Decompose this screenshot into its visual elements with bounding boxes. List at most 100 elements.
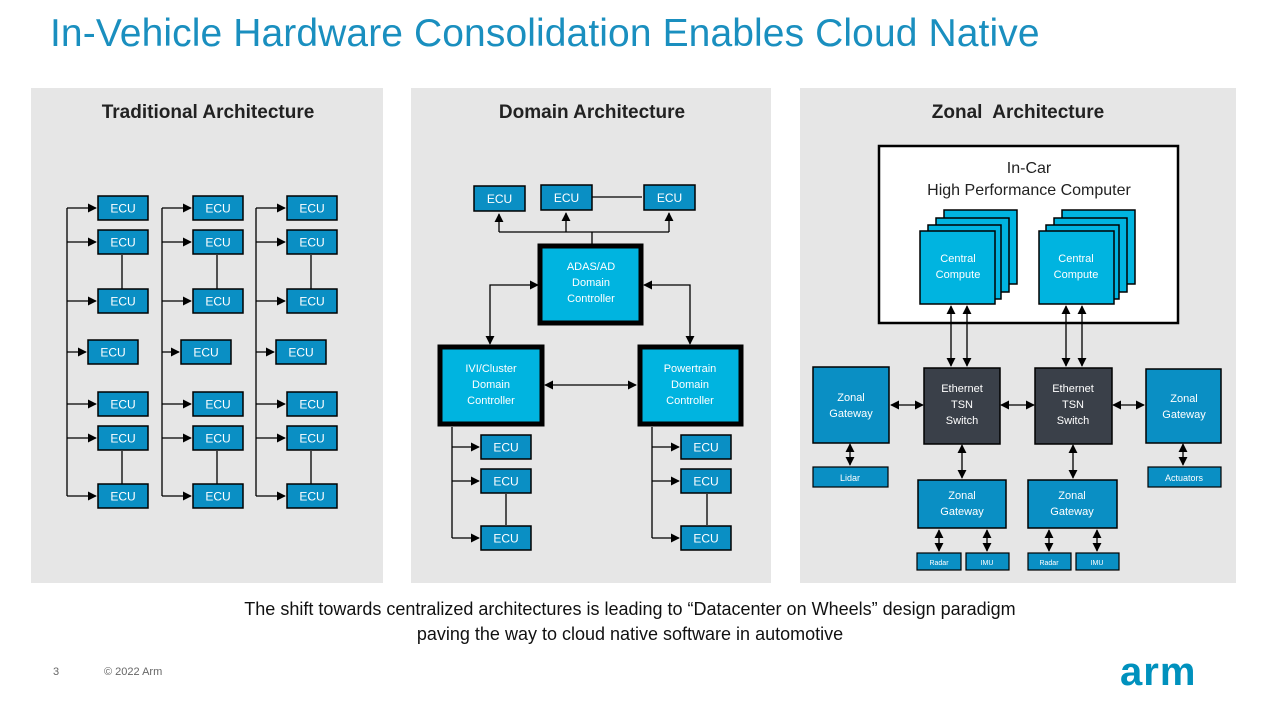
actuators-box: Actuators [1147,466,1222,488]
traditional-architecture [66,203,312,501]
ecu-label: ECU [110,295,135,309]
ecu-label: ECU [205,295,230,309]
page-number: 3 [53,666,60,678]
ivi-cluster-controller: IVI/Cluster Domain Controller [437,344,545,427]
ecu-label: ECU [205,398,230,412]
ecu-label: ECU [493,441,518,455]
svg-text:Compute: Compute [936,269,981,281]
svg-text:IMU: IMU [981,560,994,567]
zonal-gateway-bottom-left: Zonal Gateway [917,479,1007,529]
svg-text:Domain: Domain [671,379,709,391]
svg-text:Ethernet: Ethernet [1052,383,1094,395]
hpc-label-line2: High Performance Computer [927,182,1131,199]
svg-text:Powertrain: Powertrain [664,363,717,375]
ecu-label: ECU [299,432,324,446]
traditional-ecu-3-6: ECU [286,483,338,509]
svg-text:Gateway: Gateway [829,408,873,420]
zonal-gateway-bottom-right: Zonal Gateway [1027,479,1118,529]
traditional-ecu-3-2: ECU [286,229,338,255]
radar-box-left: Radar [916,552,962,571]
svg-text:IVI/Cluster: IVI/Cluster [465,363,517,375]
ecu-label: ECU [110,432,135,446]
domain-ivi-ecu-3: ECU [480,525,532,551]
traditional-ecu-2-middle: ECU [180,339,232,365]
arm-logo: arm [1120,650,1197,694]
svg-text:Zonal: Zonal [1058,490,1086,502]
svg-text:Controller: Controller [666,395,714,407]
ecu-label: ECU [299,295,324,309]
ecu-label: ECU [205,236,230,250]
traditional-ecu-2-6: ECU [192,483,244,509]
adas-controller: ADAS/AD Domain Controller [537,243,644,326]
central-compute-right: Central Compute [1038,209,1136,305]
svg-text:TSN: TSN [951,399,973,411]
ethernet-switch-left: Ethernet TSN Switch [923,367,1001,445]
traditional-ecu-1-1: ECU [97,195,149,221]
ecu-label: ECU [693,441,718,455]
traditional-ecu-1-6: ECU [97,483,149,509]
domain-powertrain-ecu-2: ECU [680,468,732,494]
ecu-label: ECU [110,490,135,504]
traditional-ecu-2-1: ECU [192,195,244,221]
ecu-label: ECU [299,398,324,412]
ecu-label: ECU [299,490,324,504]
powertrain-controller: Powertrain Domain Controller [637,344,744,427]
ecu-label: ECU [288,346,313,360]
ecu-label: ECU [657,191,682,205]
ecu-label: ECU [493,532,518,546]
ecu-label: ECU [100,346,125,360]
domain-architecture [451,196,708,543]
svg-text:Ethernet: Ethernet [941,383,983,395]
imu-box-right: IMU [1075,552,1120,571]
svg-text:Domain: Domain [572,277,610,289]
domain-powertrain-ecu-3: ECU [680,525,732,551]
traditional-ecu-1-2: ECU [97,229,149,255]
ecu-label: ECU [193,346,218,360]
ecu-label: ECU [299,236,324,250]
domain-ecu-top-3: ECU [643,184,696,211]
traditional-ecu-1-4: ECU [97,391,149,417]
zonal-heading: Zonal Architecture [932,102,1104,123]
svg-text:Switch: Switch [946,415,978,427]
zonal-gateway-right: Zonal Gateway [1145,368,1222,444]
zonal-gateway-left: Zonal Gateway [812,366,890,444]
traditional-ecu-1-middle: ECU [87,339,139,365]
traditional-heading: Traditional Architecture [102,102,315,123]
svg-text:Central: Central [940,253,975,265]
ecu-label: ECU [110,398,135,412]
svg-text:Zonal: Zonal [837,392,865,404]
domain-ecu-top-2: ECU [540,184,593,211]
svg-text:Switch: Switch [1057,415,1089,427]
traditional-ecu-3-middle: ECU [275,339,327,365]
central-compute-left: Central Compute [919,209,1018,305]
svg-text:ADAS/AD: ADAS/AD [567,261,615,273]
ecu-label: ECU [487,192,512,206]
traditional-ecu-3-5: ECU [286,425,338,451]
lidar-box: Lidar [812,466,889,488]
domain-ivi-ecu-1: ECU [480,434,532,460]
traditional-ecu-2-3: ECU [192,288,244,314]
ecu-label: ECU [205,490,230,504]
ecu-label: ECU [205,202,230,216]
hpc-label-line1: In-Car [1007,160,1052,177]
svg-text:Compute: Compute [1054,269,1099,281]
svg-text:Domain: Domain [472,379,510,391]
domain-panel [411,88,771,583]
ethernet-switch-right: Ethernet TSN Switch [1034,367,1113,445]
ecu-label: ECU [693,532,718,546]
page-title: In-Vehicle Hardware Consolidation Enable… [50,12,1040,55]
svg-text:Central: Central [1058,253,1093,265]
svg-text:Gateway: Gateway [1162,409,1206,421]
svg-text:Zonal: Zonal [948,490,976,502]
traditional-ecu-1-5: ECU [97,425,149,451]
traditional-ecu-2-2: ECU [192,229,244,255]
svg-text:Gateway: Gateway [940,506,984,518]
traditional-ecu-2-5: ECU [192,425,244,451]
svg-text:IMU: IMU [1091,560,1104,567]
domain-ivi-ecu-2: ECU [480,468,532,494]
svg-text:Actuators: Actuators [1165,473,1204,483]
svg-text:Radar: Radar [929,560,949,567]
ecu-label: ECU [299,202,324,216]
ecu-label: ECU [554,191,579,205]
